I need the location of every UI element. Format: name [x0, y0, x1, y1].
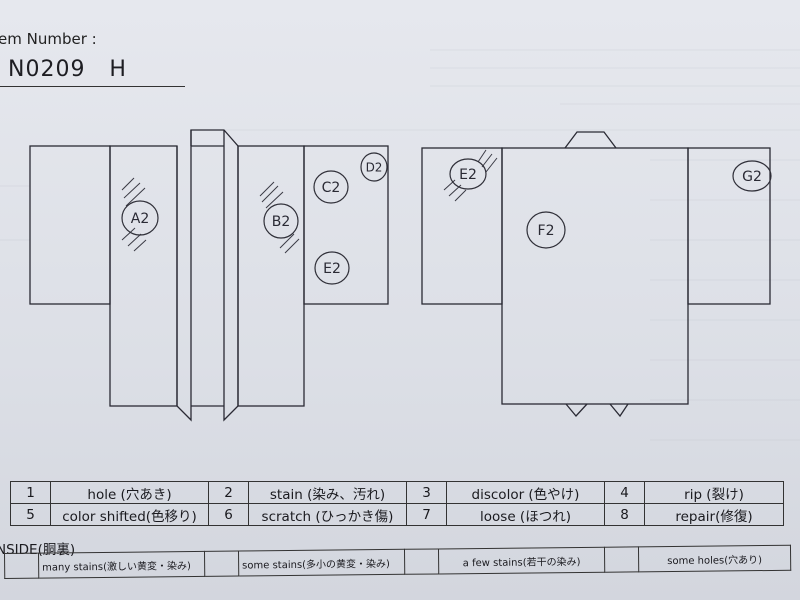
defect-legend-table: 1 hole (穴あき) 2 stain (染み、汚れ) 3 discolor …: [10, 481, 784, 526]
inside-option: some stains(多小の黄変・染み): [238, 549, 405, 577]
defect-label: color shifted(色移り): [50, 503, 209, 526]
inside-check-cell[interactable]: [604, 546, 639, 573]
inside-option: many stains(激しい黄変・染み): [38, 551, 205, 579]
mark-c2: C2: [322, 180, 341, 196]
mark-f2: F2: [538, 223, 555, 239]
item-number-value: N0209 H: [8, 57, 127, 82]
defect-legend-row: 5 color shifted(色移り) 6 scratch (ひっかき傷) 7…: [10, 503, 784, 526]
defect-num: 7: [406, 503, 447, 526]
back-hem-tab-left: [565, 403, 588, 417]
mark-circle-g2: [732, 160, 772, 192]
defect-num: 8: [604, 503, 645, 526]
front-hatch-marks: [121, 177, 300, 254]
front-left-sleeve: [29, 145, 111, 305]
defect-num: 3: [406, 481, 447, 504]
inside-option: some holes(穴あり): [638, 545, 791, 572]
mark-circle-b2: [263, 203, 299, 239]
mark-circle-f2: [526, 211, 566, 249]
defect-legend-row: 1 hole (穴あき) 2 stain (染み、汚れ) 3 discolor …: [10, 481, 784, 504]
back-collar: [564, 131, 617, 149]
inside-option: a few stains(若干の染み): [438, 547, 605, 574]
defect-circles: [121, 152, 772, 285]
defect-label: rip (裂け): [644, 481, 784, 504]
inside-check-cell[interactable]: [204, 551, 239, 577]
defect-num: 2: [208, 481, 249, 504]
defect-label: discolor (色やけ): [446, 481, 605, 504]
mark-g2: G2: [742, 169, 762, 185]
mark-circle-e2-front: [314, 251, 350, 285]
defect-num: 5: [10, 503, 51, 526]
defect-num: 6: [208, 503, 249, 526]
defect-label: stain (染み、汚れ): [248, 481, 407, 504]
back-body: [501, 147, 689, 405]
mark-b2: B2: [272, 214, 291, 230]
mark-circle-e2-back: [449, 158, 487, 190]
defect-label: loose (ほつれ): [446, 503, 605, 526]
front-left-body: [109, 145, 178, 407]
defect-num: 1: [10, 481, 51, 504]
mark-d2: D2: [366, 161, 383, 175]
mark-circle-c2: [313, 170, 349, 204]
mark-a2: A2: [131, 211, 149, 227]
defect-num: 4: [604, 481, 645, 504]
mark-e2-back: E2: [459, 167, 477, 183]
defect-label: repair(修復): [644, 503, 784, 526]
mark-circle-d2: [360, 152, 388, 182]
defect-label: scratch (ひっかき傷): [248, 503, 407, 526]
item-number-label: em Number :: [0, 30, 97, 48]
mark-e2-front: E2: [323, 261, 341, 277]
inside-check-cell[interactable]: [4, 553, 39, 579]
haori-back-view: [421, 131, 771, 418]
back-hem-tab-right: [609, 403, 629, 418]
defect-label: hole (穴あき): [50, 481, 209, 504]
mark-circle-a2: [121, 200, 159, 236]
front-collar: [176, 129, 239, 422]
item-number-underline: [0, 86, 185, 87]
inside-check-cell[interactable]: [404, 548, 439, 575]
haori-front-view: [29, 129, 389, 422]
inside-section-label: NSIDE(胴裏): [0, 542, 76, 558]
